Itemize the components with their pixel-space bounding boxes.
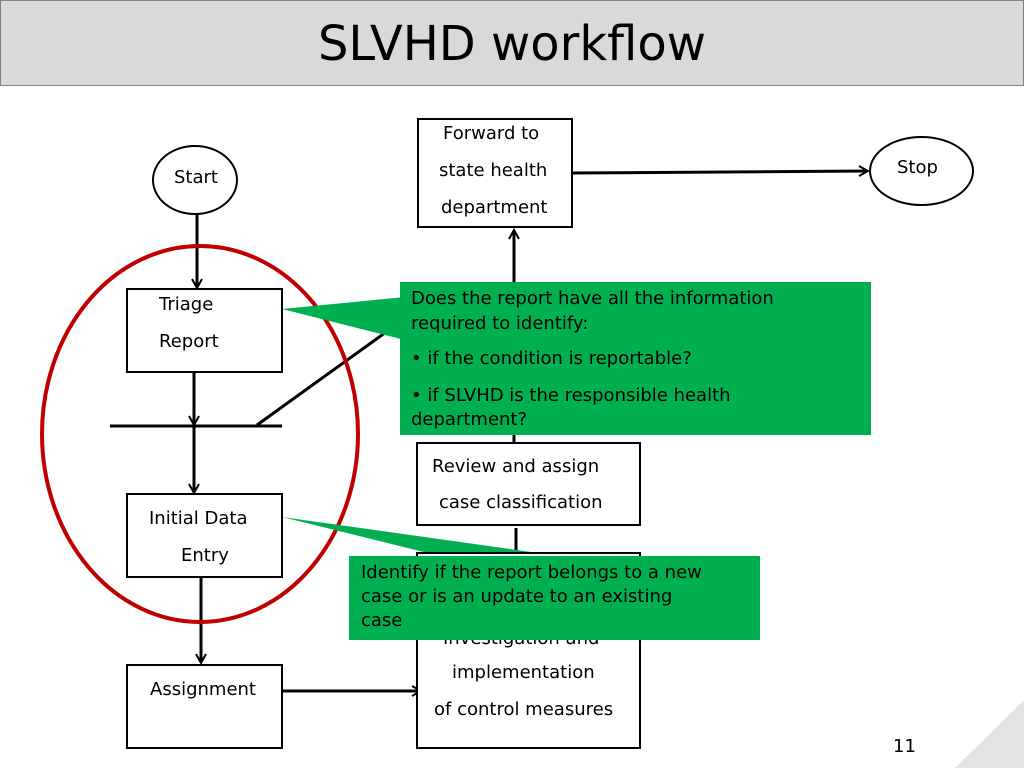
initial-data-entry-node: Initial Data Entry bbox=[126, 493, 283, 578]
triage-callout-line-2: required to identify: bbox=[411, 313, 589, 334]
diagonal-connector bbox=[256, 320, 401, 427]
forward-line-2: state health bbox=[439, 160, 548, 181]
triage-line-1: Triage bbox=[159, 294, 214, 315]
start-label: Start bbox=[174, 167, 218, 188]
initial-line-1: Initial Data bbox=[149, 508, 248, 529]
assignment-label: Assignment bbox=[150, 679, 256, 700]
initial-callout-line-1: Identify if the report belongs to a new bbox=[361, 562, 702, 583]
initial-callout: Identify if the report belongs to a new … bbox=[349, 556, 760, 640]
callout-pointer-initial bbox=[282, 517, 560, 556]
triage-callout: Does the report have all the information… bbox=[400, 282, 871, 435]
arrow-forward-to-stop bbox=[572, 171, 867, 173]
forward-line-1: Forward to bbox=[443, 123, 540, 144]
triage-callout-line-4: • if SLVHD is the responsible health bbox=[411, 385, 731, 406]
review-node: Review and assign case classification bbox=[416, 442, 641, 526]
review-line-1: Review and assign bbox=[432, 456, 600, 477]
assignment-node: Assignment bbox=[126, 664, 283, 749]
page-title: SLVHD workflow bbox=[317, 16, 707, 72]
highlight-ellipse bbox=[40, 244, 360, 624]
triage-line-2: Report bbox=[159, 331, 219, 352]
triage-callout-line-5: department? bbox=[411, 409, 528, 430]
initial-callout-line-2: case or is an update to an existing bbox=[361, 586, 673, 607]
callout-pointer-triage bbox=[282, 297, 405, 340]
initial-callout-line-3: case bbox=[361, 610, 403, 631]
triage-node: Triage Report bbox=[126, 288, 283, 373]
corner-decoration bbox=[955, 700, 1024, 768]
triage-callout-line-1: Does the report have all the information bbox=[411, 288, 774, 309]
investigation-line-3: of control measures bbox=[434, 699, 614, 720]
page-number: 11 bbox=[893, 736, 916, 757]
triage-callout-line-3: • if the condition is reportable? bbox=[411, 348, 692, 369]
forward-node: Forward to state health department bbox=[417, 118, 573, 228]
review-line-2: case classification bbox=[439, 492, 603, 513]
forward-line-3: department bbox=[441, 197, 548, 218]
stop-node: Stop bbox=[869, 136, 974, 206]
investigation-line-2: implementation bbox=[452, 662, 595, 683]
initial-line-2: Entry bbox=[181, 545, 229, 566]
title-bar bbox=[0, 0, 1024, 86]
stop-label: Stop bbox=[897, 157, 938, 178]
start-node: Start bbox=[152, 145, 238, 215]
